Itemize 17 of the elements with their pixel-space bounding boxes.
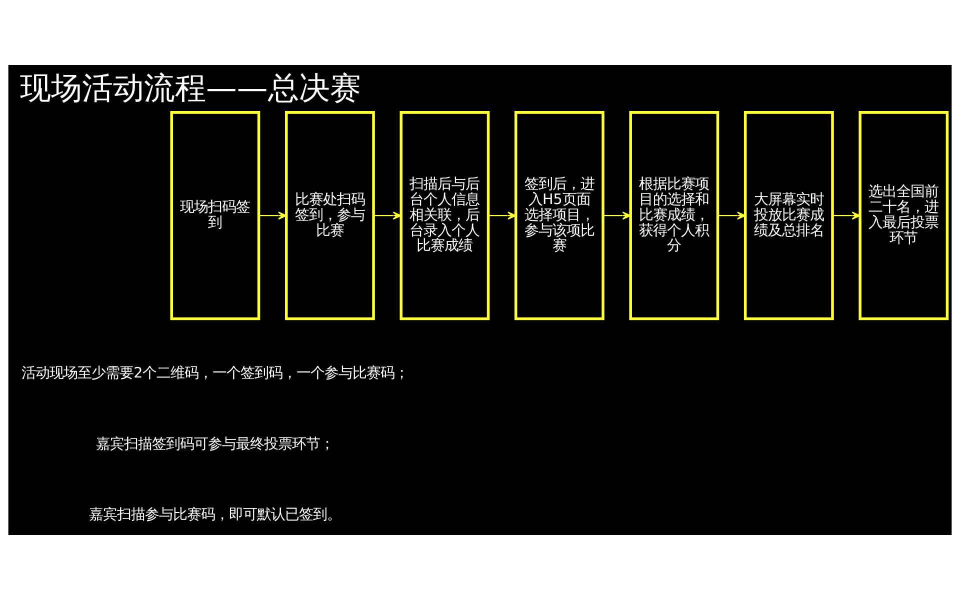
arrow [832,212,860,220]
arrow [374,212,402,220]
diagram-title: 现场活动流程——总决赛 [20,70,361,107]
node-box: 签到后，进入H5页面选择项目，参与该项比赛 [514,111,604,320]
node-box: 根据比赛项目的选择和比赛成绩，获得个人积分 [629,111,720,320]
arrow [259,212,287,220]
node-box: 大屏幕实时投放比赛成绩及总排名 [744,111,834,320]
arrow [603,212,632,220]
arrow [488,212,516,220]
node-box: 扫描后与后台个人信息相关联，后台录入个人比赛成绩 [400,111,490,320]
label: 嘉宾扫描参与比赛码，即可默认已签到。 [89,506,342,523]
node-box: 现场扫码签到 [170,111,260,320]
arrow [718,212,746,220]
label: 嘉宾扫描签到码可参与最终投票环节； [96,436,334,452]
label: 活动现场至少需要2个二维码，一个签到码，一个参与比赛码； [22,366,409,382]
node-box: 比赛处扫码签到，参与比赛 [285,111,375,320]
node-box: 选出全国前二十名，进入最后投票环节 [858,111,949,320]
